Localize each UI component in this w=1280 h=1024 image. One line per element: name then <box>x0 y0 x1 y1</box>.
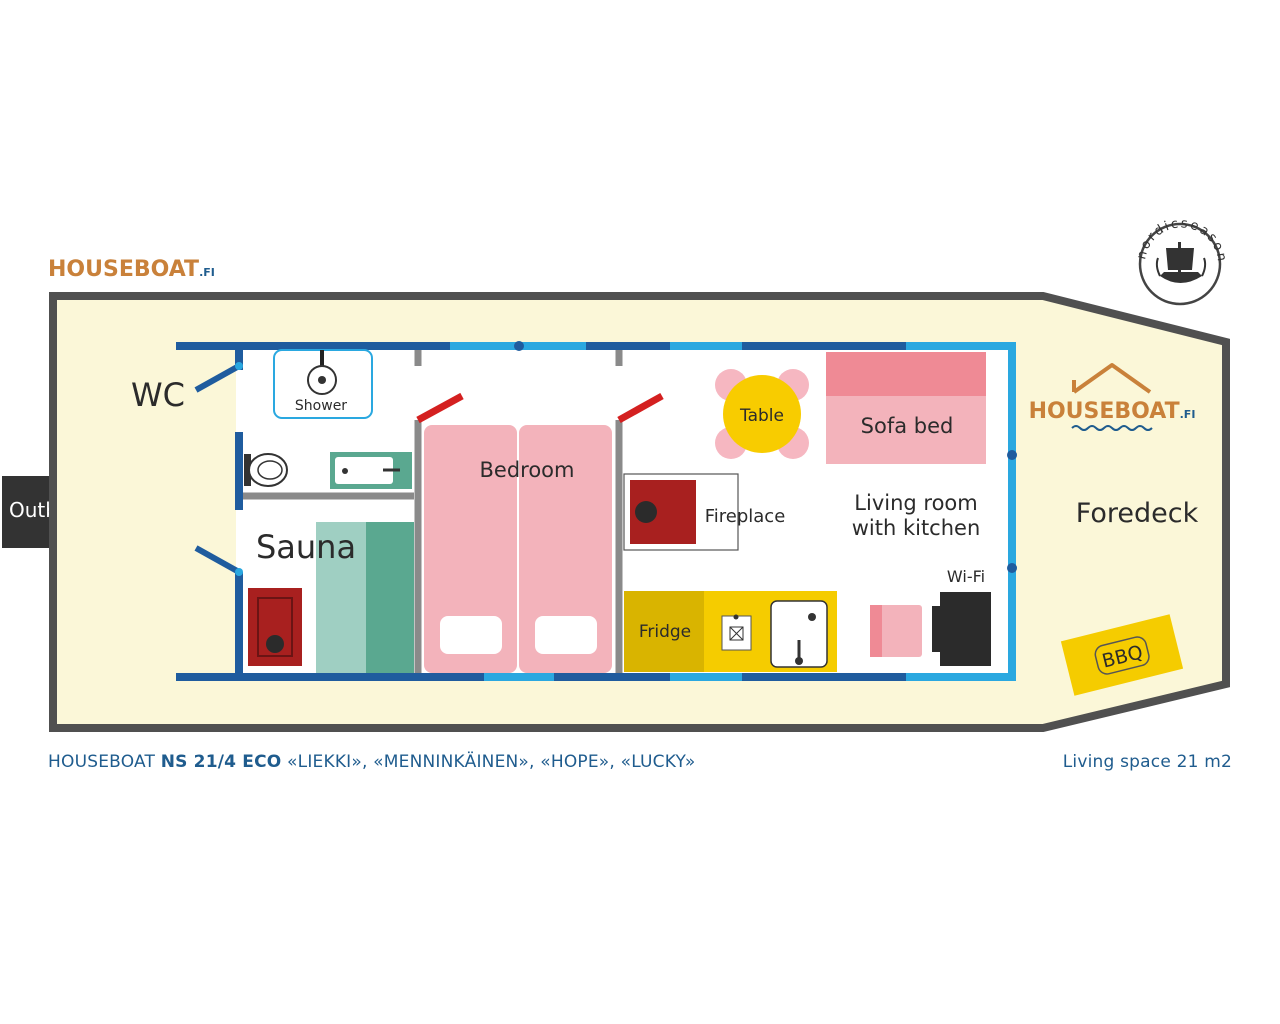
sauna-stove <box>248 588 302 666</box>
shower: Shower <box>273 349 373 419</box>
foredeck-brand-logo: HOUSEBOAT.FI <box>1029 363 1196 431</box>
sauna-bench <box>316 522 414 673</box>
living-room-label-line2: with kitchen <box>852 516 981 540</box>
tv-unit: Wi-Fi <box>870 567 991 666</box>
fireplace-label: Fireplace <box>705 506 786 527</box>
bbq: BBQ <box>1060 614 1184 696</box>
cabin-walls <box>176 341 1017 681</box>
sofa-bed-label: Sofa bed <box>861 414 954 438</box>
fridge: Fridge <box>624 591 704 672</box>
sofa-bed: Sofa bed <box>826 352 986 464</box>
foredeck-label: Foredeck <box>1076 498 1199 529</box>
toilet <box>244 453 288 487</box>
fireplace: Fireplace <box>623 473 786 551</box>
bedroom-label: Bedroom <box>480 458 575 482</box>
wifi-label: Wi-Fi <box>947 567 985 586</box>
kitchen-counter <box>704 591 837 672</box>
fridge-label: Fridge <box>639 622 691 642</box>
wc-label: WC <box>131 376 185 414</box>
dining-table: Table <box>715 369 809 459</box>
living-room-label-line1: Living room <box>854 491 977 515</box>
caption-model: NS 21/4 ECO <box>160 752 282 772</box>
wc-sink <box>330 452 412 489</box>
caption-prefix: HOUSEBOAT <box>48 752 161 772</box>
viking-ship-icon <box>1155 242 1207 283</box>
brand-logo: HOUSEBOAT.FI <box>48 257 215 282</box>
double-bed <box>424 425 612 673</box>
model-caption: HOUSEBOAT NS 21/4 ECO «LIEKKI», «MENNINK… <box>48 752 695 772</box>
table-label: Table <box>739 406 784 426</box>
interior-partitions <box>243 350 664 673</box>
caption-names: «LIEKKI», «MENNINKÄINEN», «HOPE», «LUCKY… <box>281 752 696 772</box>
shower-label: Shower <box>295 398 347 414</box>
sauna-label: Sauna <box>256 528 356 566</box>
nordicseason-logo: nordicseason <box>1134 216 1227 306</box>
living-space-caption: Living space 21 m2 <box>1062 752 1232 772</box>
foredeck-logo-text: HOUSEBOAT.FI <box>1029 399 1196 424</box>
